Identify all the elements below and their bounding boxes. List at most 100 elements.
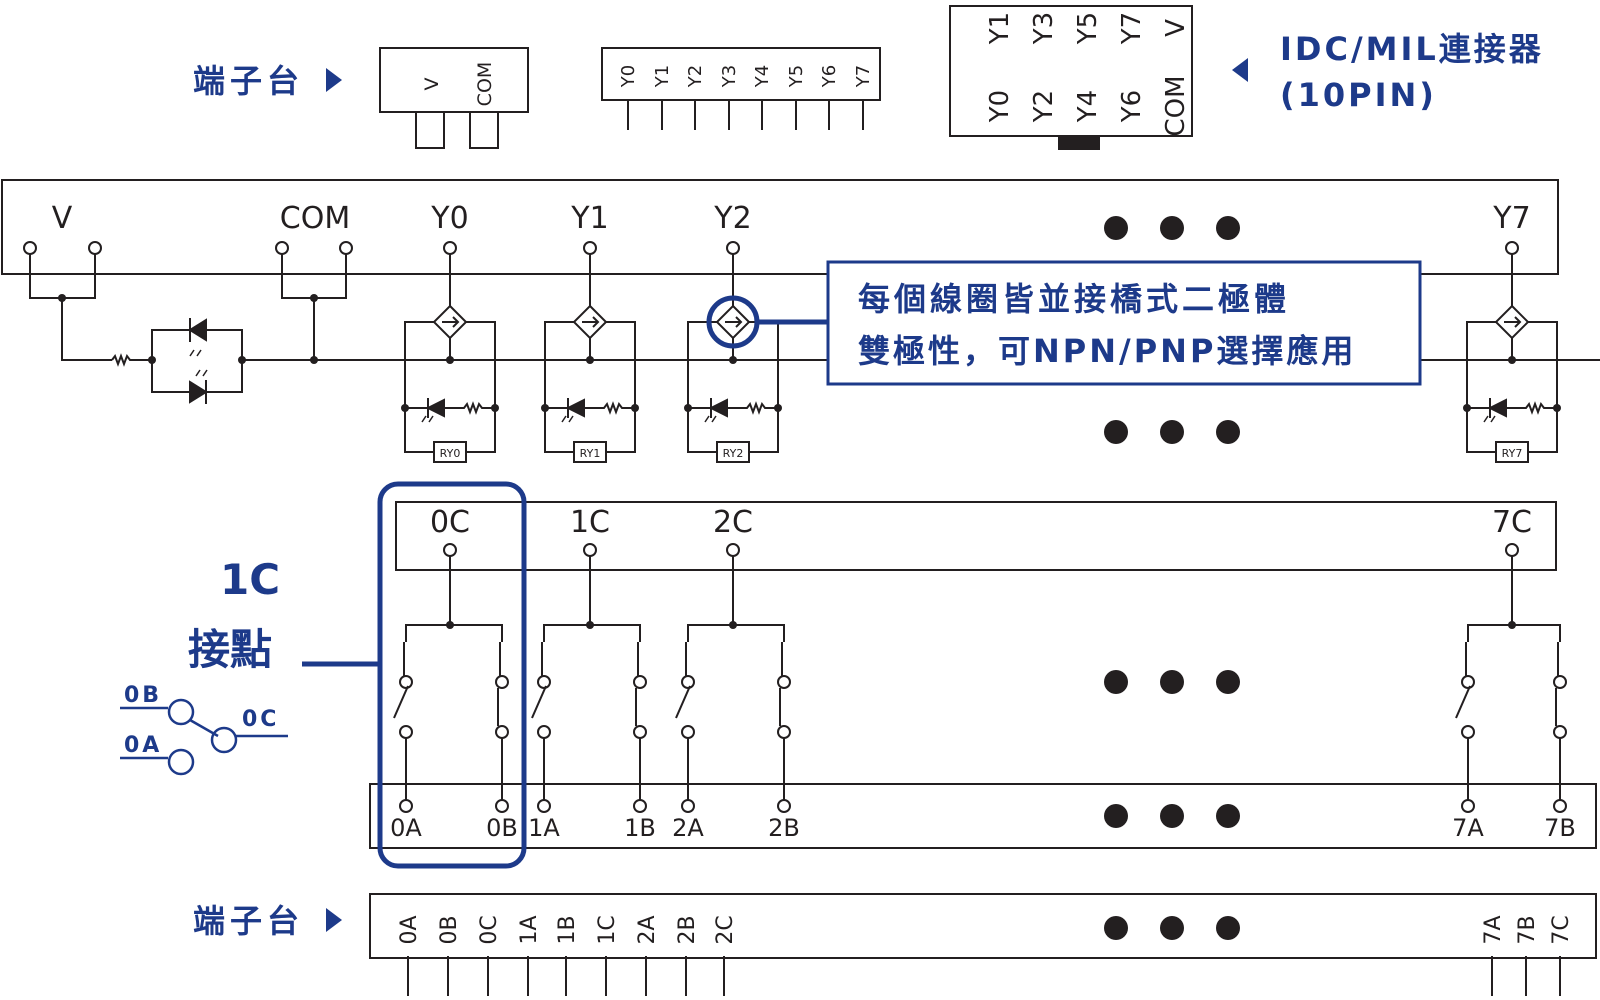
ellipsis-dot xyxy=(1216,916,1240,940)
bottom-connector-pin-label: 1B xyxy=(555,915,580,944)
ellipsis-dot xyxy=(1160,916,1184,940)
bottom-connector-pin: 0B xyxy=(437,915,462,996)
triangle-right-icon xyxy=(326,68,342,92)
idc-pin-label: Y3 xyxy=(1029,12,1059,45)
idc-title: IDC/MIL連接器 xyxy=(1280,30,1544,68)
coil-terminal-label: Y7 xyxy=(1492,201,1530,236)
idc-pin-count: (10PIN) xyxy=(1280,76,1437,114)
contact-terminal-label: 1B xyxy=(624,814,656,842)
relay-coil-label: RY7 xyxy=(1502,447,1523,460)
ellipsis-dot xyxy=(1216,216,1240,240)
relay-coil-cell: RY7 xyxy=(1463,254,1561,463)
relay-coil-label: RY1 xyxy=(580,447,601,460)
relay-coil-label: RY2 xyxy=(723,447,744,460)
relay-contact-cell: 2C 2A 2B xyxy=(672,505,800,842)
contact-terminal-label: 7B xyxy=(1544,814,1576,842)
contact-common-label: 7C xyxy=(1492,505,1532,540)
ellipsis-dot xyxy=(1160,804,1184,828)
contact-terminal-label: 2A xyxy=(672,814,704,842)
bottom-connector-pins: 0A 0B 0C 1A 1B 1C 2A 2B 2C 7A 7B 7C xyxy=(397,915,1574,996)
contact-terminal-label: 1A xyxy=(528,814,560,842)
bottom-connector-pin: 0A xyxy=(397,915,422,996)
idc-pin-label: COM xyxy=(1161,75,1191,136)
terminal-block-label: 端子台 xyxy=(193,62,304,100)
bottom-connector xyxy=(369,893,1597,959)
idc-pin-label: Y0 xyxy=(985,90,1015,123)
legend-0c-label: 0C xyxy=(242,707,279,732)
callout-line-2: 雙極性，可NPN/PNP選擇應用 xyxy=(858,332,1356,370)
callout-box xyxy=(826,260,1422,386)
coil-terminal-label: COM xyxy=(280,201,350,236)
output-connector-pin: Y2 xyxy=(685,65,706,88)
idc-connector xyxy=(949,5,1193,150)
bottom-connector-pin: 7A xyxy=(1481,915,1506,996)
contact-terminal-label: 7A xyxy=(1452,814,1484,842)
power-connector-pin: COM xyxy=(474,62,496,107)
bottom-connector-pin-label: 7A xyxy=(1481,915,1506,944)
output-connector-pin: Y0 xyxy=(618,65,639,88)
relay-coil-cell: RY2 xyxy=(684,254,782,463)
bottom-connector-pin: 1B xyxy=(555,915,580,996)
legend-0b-label: 0B xyxy=(124,683,162,708)
relay-contact-cell: 1C 1A 1B xyxy=(528,505,656,842)
contact-terminal-label: 0A xyxy=(390,814,422,842)
ellipsis-dot xyxy=(1104,916,1128,940)
bottom-connector-pin-label: 1C xyxy=(595,915,620,944)
ellipsis-icon xyxy=(1104,216,1240,940)
triangle-right-icon xyxy=(326,908,342,932)
ellipsis-dot xyxy=(1216,420,1240,444)
bottom-connector-pin-label: 2C xyxy=(713,915,738,944)
bottom-connector-pin-label: 0A xyxy=(397,915,422,944)
idc-pin-label: Y2 xyxy=(1029,90,1059,123)
legend-0a-label: 0A xyxy=(124,733,162,758)
output-connector-pin: Y1 xyxy=(652,65,673,88)
output-connector-pin: Y3 xyxy=(719,65,740,88)
ellipsis-dot xyxy=(1104,670,1128,694)
ellipsis-dot xyxy=(1104,216,1128,240)
output-connector xyxy=(601,47,881,130)
coil-terminal-label: V xyxy=(52,201,73,236)
contact-terminal-label: 2B xyxy=(768,814,800,842)
bottom-connector-pin: 7B xyxy=(1515,915,1540,996)
contact-terminal-label: 0B xyxy=(486,814,518,842)
contact-common-label: 1C xyxy=(570,505,610,540)
ellipsis-dot xyxy=(1160,420,1184,444)
coil-terminal-label: Y0 xyxy=(430,201,468,236)
relay-coil-cell: RY1 xyxy=(541,254,639,463)
relay-coil-label: RY0 xyxy=(440,447,461,460)
bottom-connector-pin-label: 1A xyxy=(517,915,542,944)
contact-common-label: 2C xyxy=(713,505,753,540)
triangle-left-icon xyxy=(1232,58,1248,82)
idc-pin-label: V xyxy=(1161,19,1191,37)
output-connector-pin: Y5 xyxy=(786,65,807,88)
idc-pin-label: Y7 xyxy=(1117,12,1147,45)
relay-coil-cell: RY0 xyxy=(401,254,499,463)
bottom-connector-pin: 2B xyxy=(675,915,700,996)
ellipsis-dot xyxy=(1104,420,1128,444)
relay-coils: RY0 RY1 RY2 RY7 xyxy=(401,254,1561,463)
terminal-screws-top xyxy=(23,241,1519,255)
contact-legend-symbol xyxy=(120,698,288,776)
coil-terminal-label: Y1 xyxy=(570,201,608,236)
bottom-connector-pin-label: 2A xyxy=(635,915,660,944)
bottom-connector-pin-label: 0C xyxy=(477,915,502,944)
indicator-leds xyxy=(188,318,208,404)
bottom-connector-pin: 7C xyxy=(1549,915,1574,996)
contact-title: 1C xyxy=(220,555,280,604)
bottom-connector-pin-label: 7B xyxy=(1515,915,1540,944)
idc-pin-label: Y4 xyxy=(1073,90,1103,123)
bottom-connector-pin: 1C xyxy=(595,915,620,996)
bottom-connector-pin-label: 7C xyxy=(1549,915,1574,944)
output-connector-pin: Y4 xyxy=(752,65,773,88)
bottom-connector-pin: 0C xyxy=(477,915,502,996)
ellipsis-dot xyxy=(1216,804,1240,828)
ellipsis-dot xyxy=(1160,670,1184,694)
bottom-connector-pin: 1A xyxy=(517,915,542,996)
top-terminal-label: 端子台 xyxy=(193,62,342,100)
idc-pin-label: Y6 xyxy=(1117,90,1147,123)
idc-pin-label: Y1 xyxy=(985,12,1015,45)
